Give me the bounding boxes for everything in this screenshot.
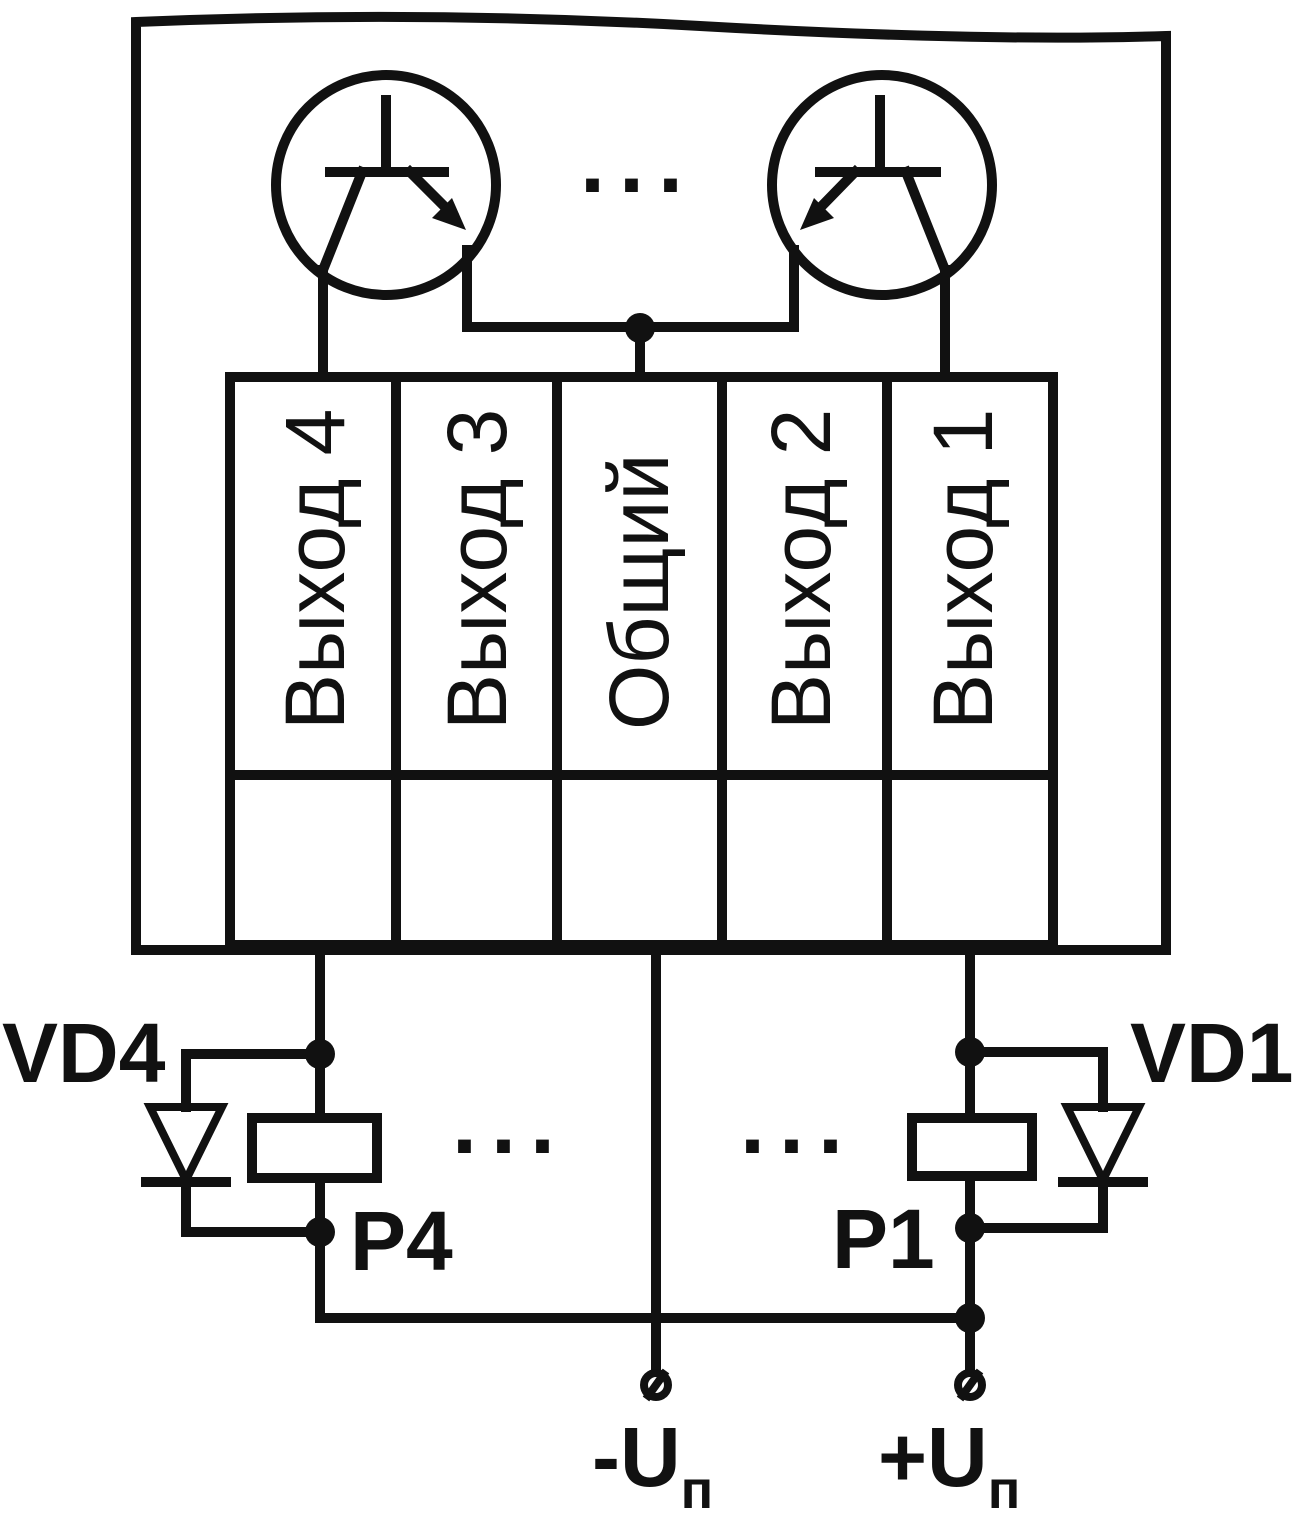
transistor-ellipsis: ... xyxy=(580,112,697,212)
relay-label-p1: P1 xyxy=(832,1192,935,1286)
terminal-block xyxy=(225,372,1058,950)
relay-branch-1 xyxy=(907,945,1148,1377)
transistor-1 xyxy=(635,70,997,377)
relay-ellipsis-right: ... xyxy=(740,1073,857,1173)
diode-label-vd4: VD4 xyxy=(2,1006,166,1100)
supply-label-positive: +Uп xyxy=(878,1410,1020,1520)
supply-terminal-negative xyxy=(640,1368,672,1402)
transistor-4 xyxy=(271,70,645,377)
terminal-label-output-2: Выход 2 xyxy=(754,409,848,730)
diode-label-vd1: VD1 xyxy=(1130,1006,1293,1100)
relay-branch-4 xyxy=(141,945,382,1323)
diode-vd1-icon xyxy=(1060,1103,1146,1190)
supply-label-negative: -Uп xyxy=(592,1410,713,1520)
terminal-label-output-3: Выход 3 xyxy=(430,409,524,730)
relay-ellipsis-left: ... xyxy=(452,1073,569,1173)
terminal-label-common: Общий xyxy=(592,454,686,730)
device-housing xyxy=(131,11,1171,955)
relay-coil-1 xyxy=(907,1113,1037,1181)
supply-wiring xyxy=(315,945,985,1377)
relay-label-p4: P4 xyxy=(350,1194,453,1288)
diode-vd4-icon xyxy=(143,1103,229,1190)
terminal-label-output-1: Выход 1 xyxy=(916,409,1010,730)
supply-terminal-positive xyxy=(954,1368,986,1402)
terminal-label-output-4: Выход 4 xyxy=(268,409,362,730)
relay-coil-4 xyxy=(247,1113,382,1183)
